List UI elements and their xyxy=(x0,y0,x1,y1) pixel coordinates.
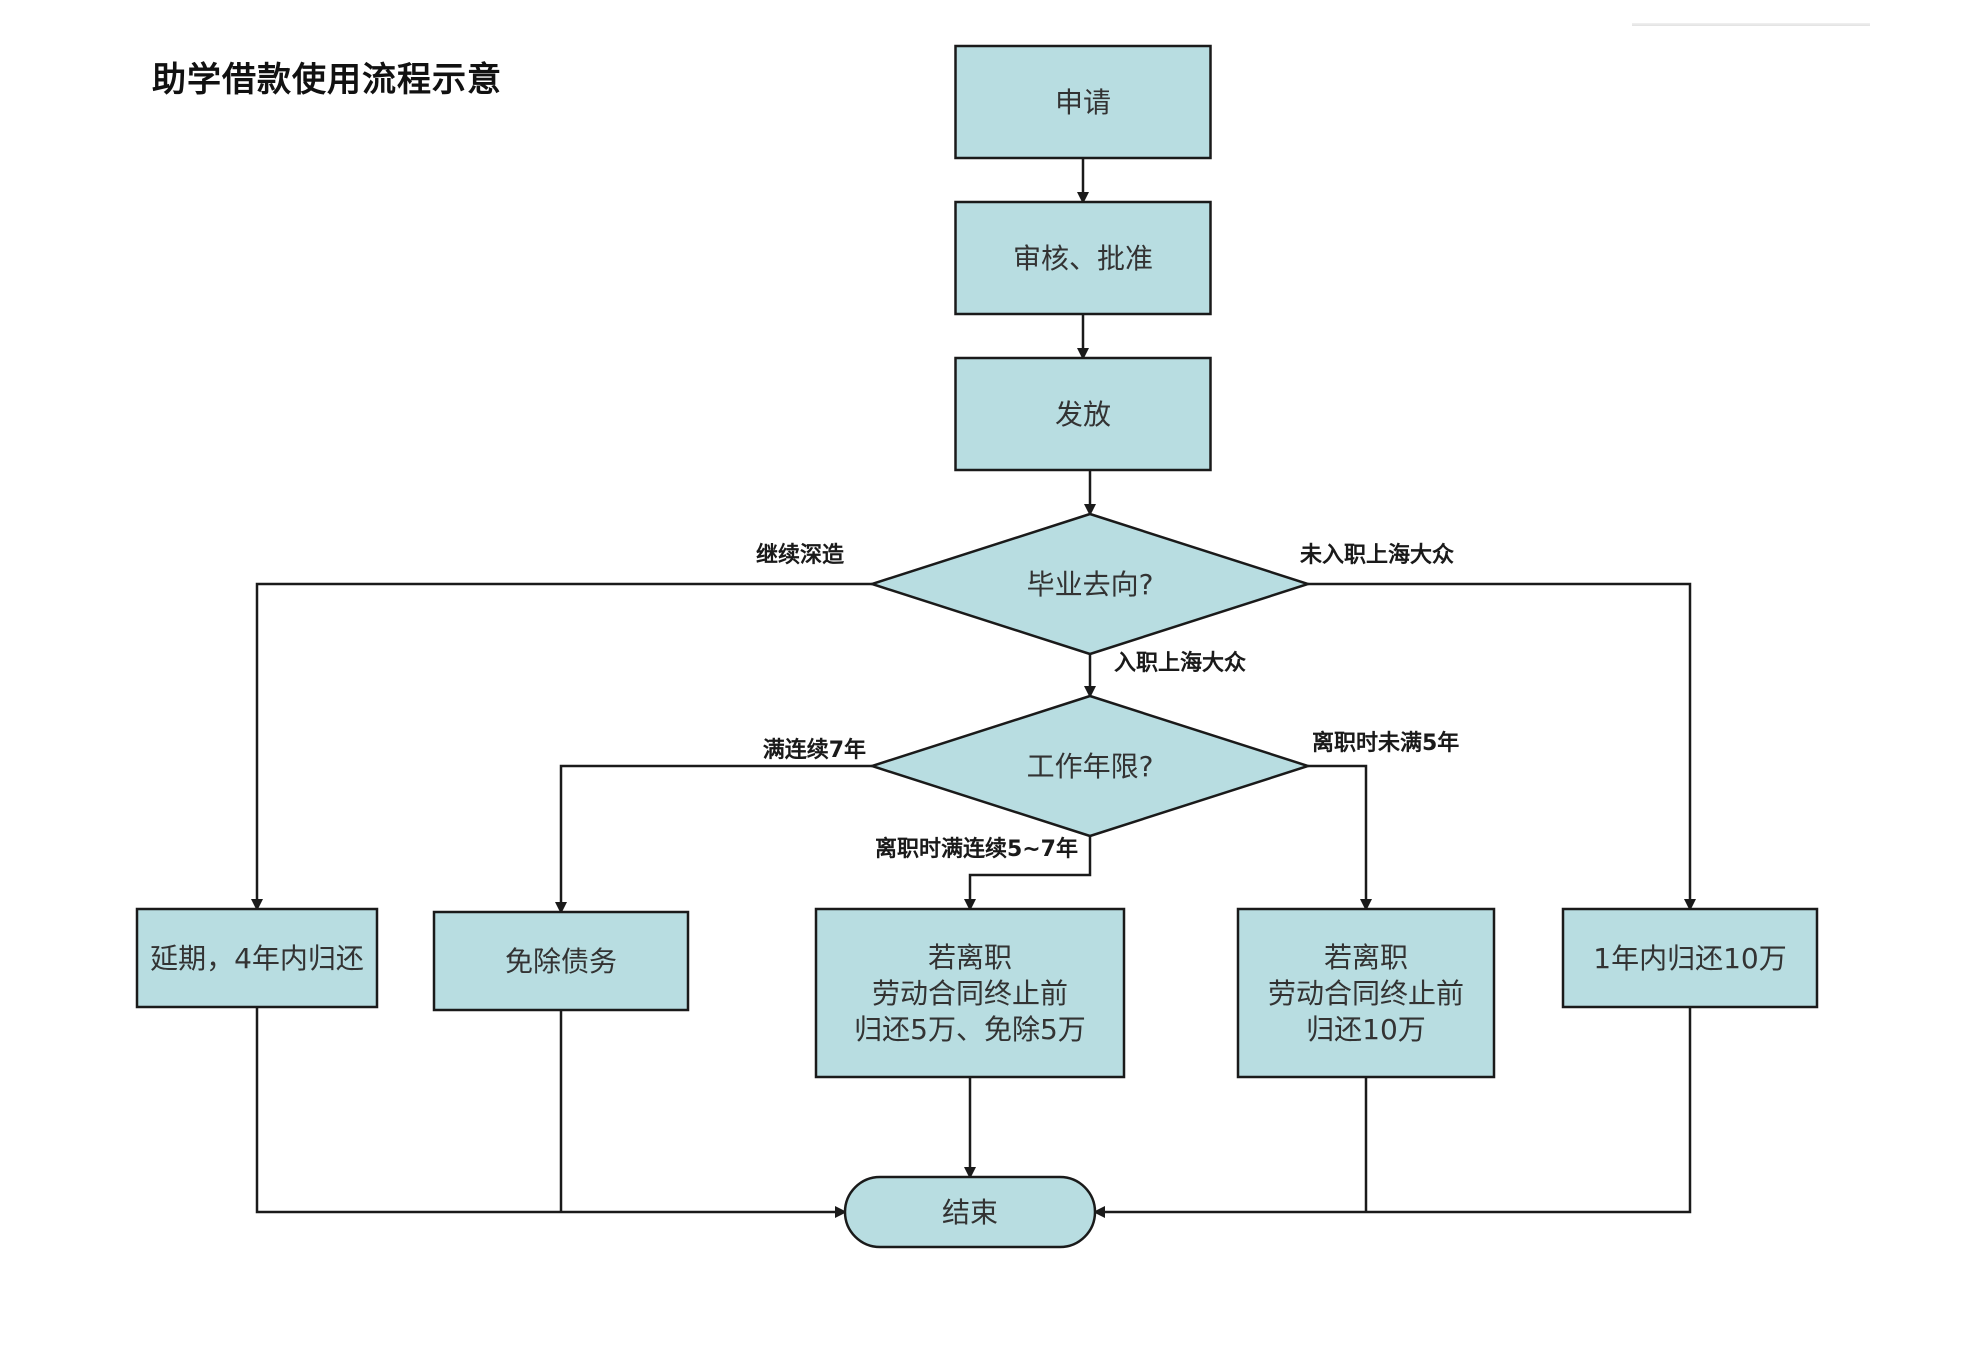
node-review: 审核、批准 xyxy=(954,200,1212,316)
node-label: 归还10万 xyxy=(1306,1013,1426,1046)
node-label: 归还5万、免除5万 xyxy=(854,1013,1086,1046)
node-label: 免除债务 xyxy=(505,945,617,978)
edge-label: 入职上海大众 xyxy=(1114,650,1246,676)
node-label: 结束 xyxy=(942,1196,998,1229)
process-box xyxy=(814,907,1126,1079)
process-box xyxy=(1236,907,1496,1079)
diagram-title: 助学借款使用流程示意 xyxy=(152,60,502,100)
node-label: 发放 xyxy=(1055,398,1111,431)
node-label: 延期，4年内归还 xyxy=(150,942,364,975)
edge-destination-to-oneyear xyxy=(1308,582,1696,911)
node-defer: 延期，4年内归还 xyxy=(135,907,379,1009)
node-label: 毕业去向? xyxy=(1027,568,1154,601)
node-tenure: 工作年限? xyxy=(867,694,1313,838)
node-label: 申请 xyxy=(1055,86,1111,119)
node-oneyear: 1年内归还10万 xyxy=(1561,907,1819,1009)
decision-diamond xyxy=(867,694,1313,838)
node-label: 劳动合同终止前 xyxy=(1268,977,1464,1010)
node-apply: 申请 xyxy=(954,44,1212,160)
node-destination: 毕业去向? xyxy=(867,512,1313,656)
edge-oneyear-to-end xyxy=(1093,1007,1692,1218)
node-label: 若离职 xyxy=(928,941,1012,974)
edge-label: 离职时满连续5~7年 xyxy=(875,836,1078,862)
node-waive: 免除债务 xyxy=(432,910,690,1012)
process-box xyxy=(954,356,1212,472)
edge-tenure-to-partial xyxy=(964,836,1092,911)
process-box xyxy=(135,907,379,1009)
process-box xyxy=(432,910,690,1012)
node-label: 审核、批准 xyxy=(1013,242,1153,275)
decision-diamond xyxy=(867,512,1313,656)
top-divider xyxy=(1632,23,1870,26)
terminator-shape xyxy=(843,1175,1097,1249)
edge-label: 离职时未满5年 xyxy=(1312,730,1459,756)
node-end: 结束 xyxy=(843,1175,1097,1249)
node-label: 劳动合同终止前 xyxy=(872,977,1068,1010)
process-box xyxy=(1561,907,1819,1009)
node-label: 若离职 xyxy=(1324,941,1408,974)
node-disburse: 发放 xyxy=(954,356,1212,472)
edge-label: 未入职上海大众 xyxy=(1300,542,1454,568)
edge-label: 满连续7年 xyxy=(763,737,866,763)
edge-label: 继续深造 xyxy=(756,542,844,568)
edge-tenure-to-full xyxy=(1308,764,1372,911)
edge-destination-to-defer xyxy=(251,582,872,911)
process-box xyxy=(954,44,1212,160)
process-box xyxy=(954,200,1212,316)
node-label: 1年内归还10万 xyxy=(1593,942,1786,975)
edge-tenure-to-waive xyxy=(555,764,872,914)
node-label: 工作年限? xyxy=(1027,750,1154,783)
edge-defer-to-end xyxy=(255,1007,847,1218)
